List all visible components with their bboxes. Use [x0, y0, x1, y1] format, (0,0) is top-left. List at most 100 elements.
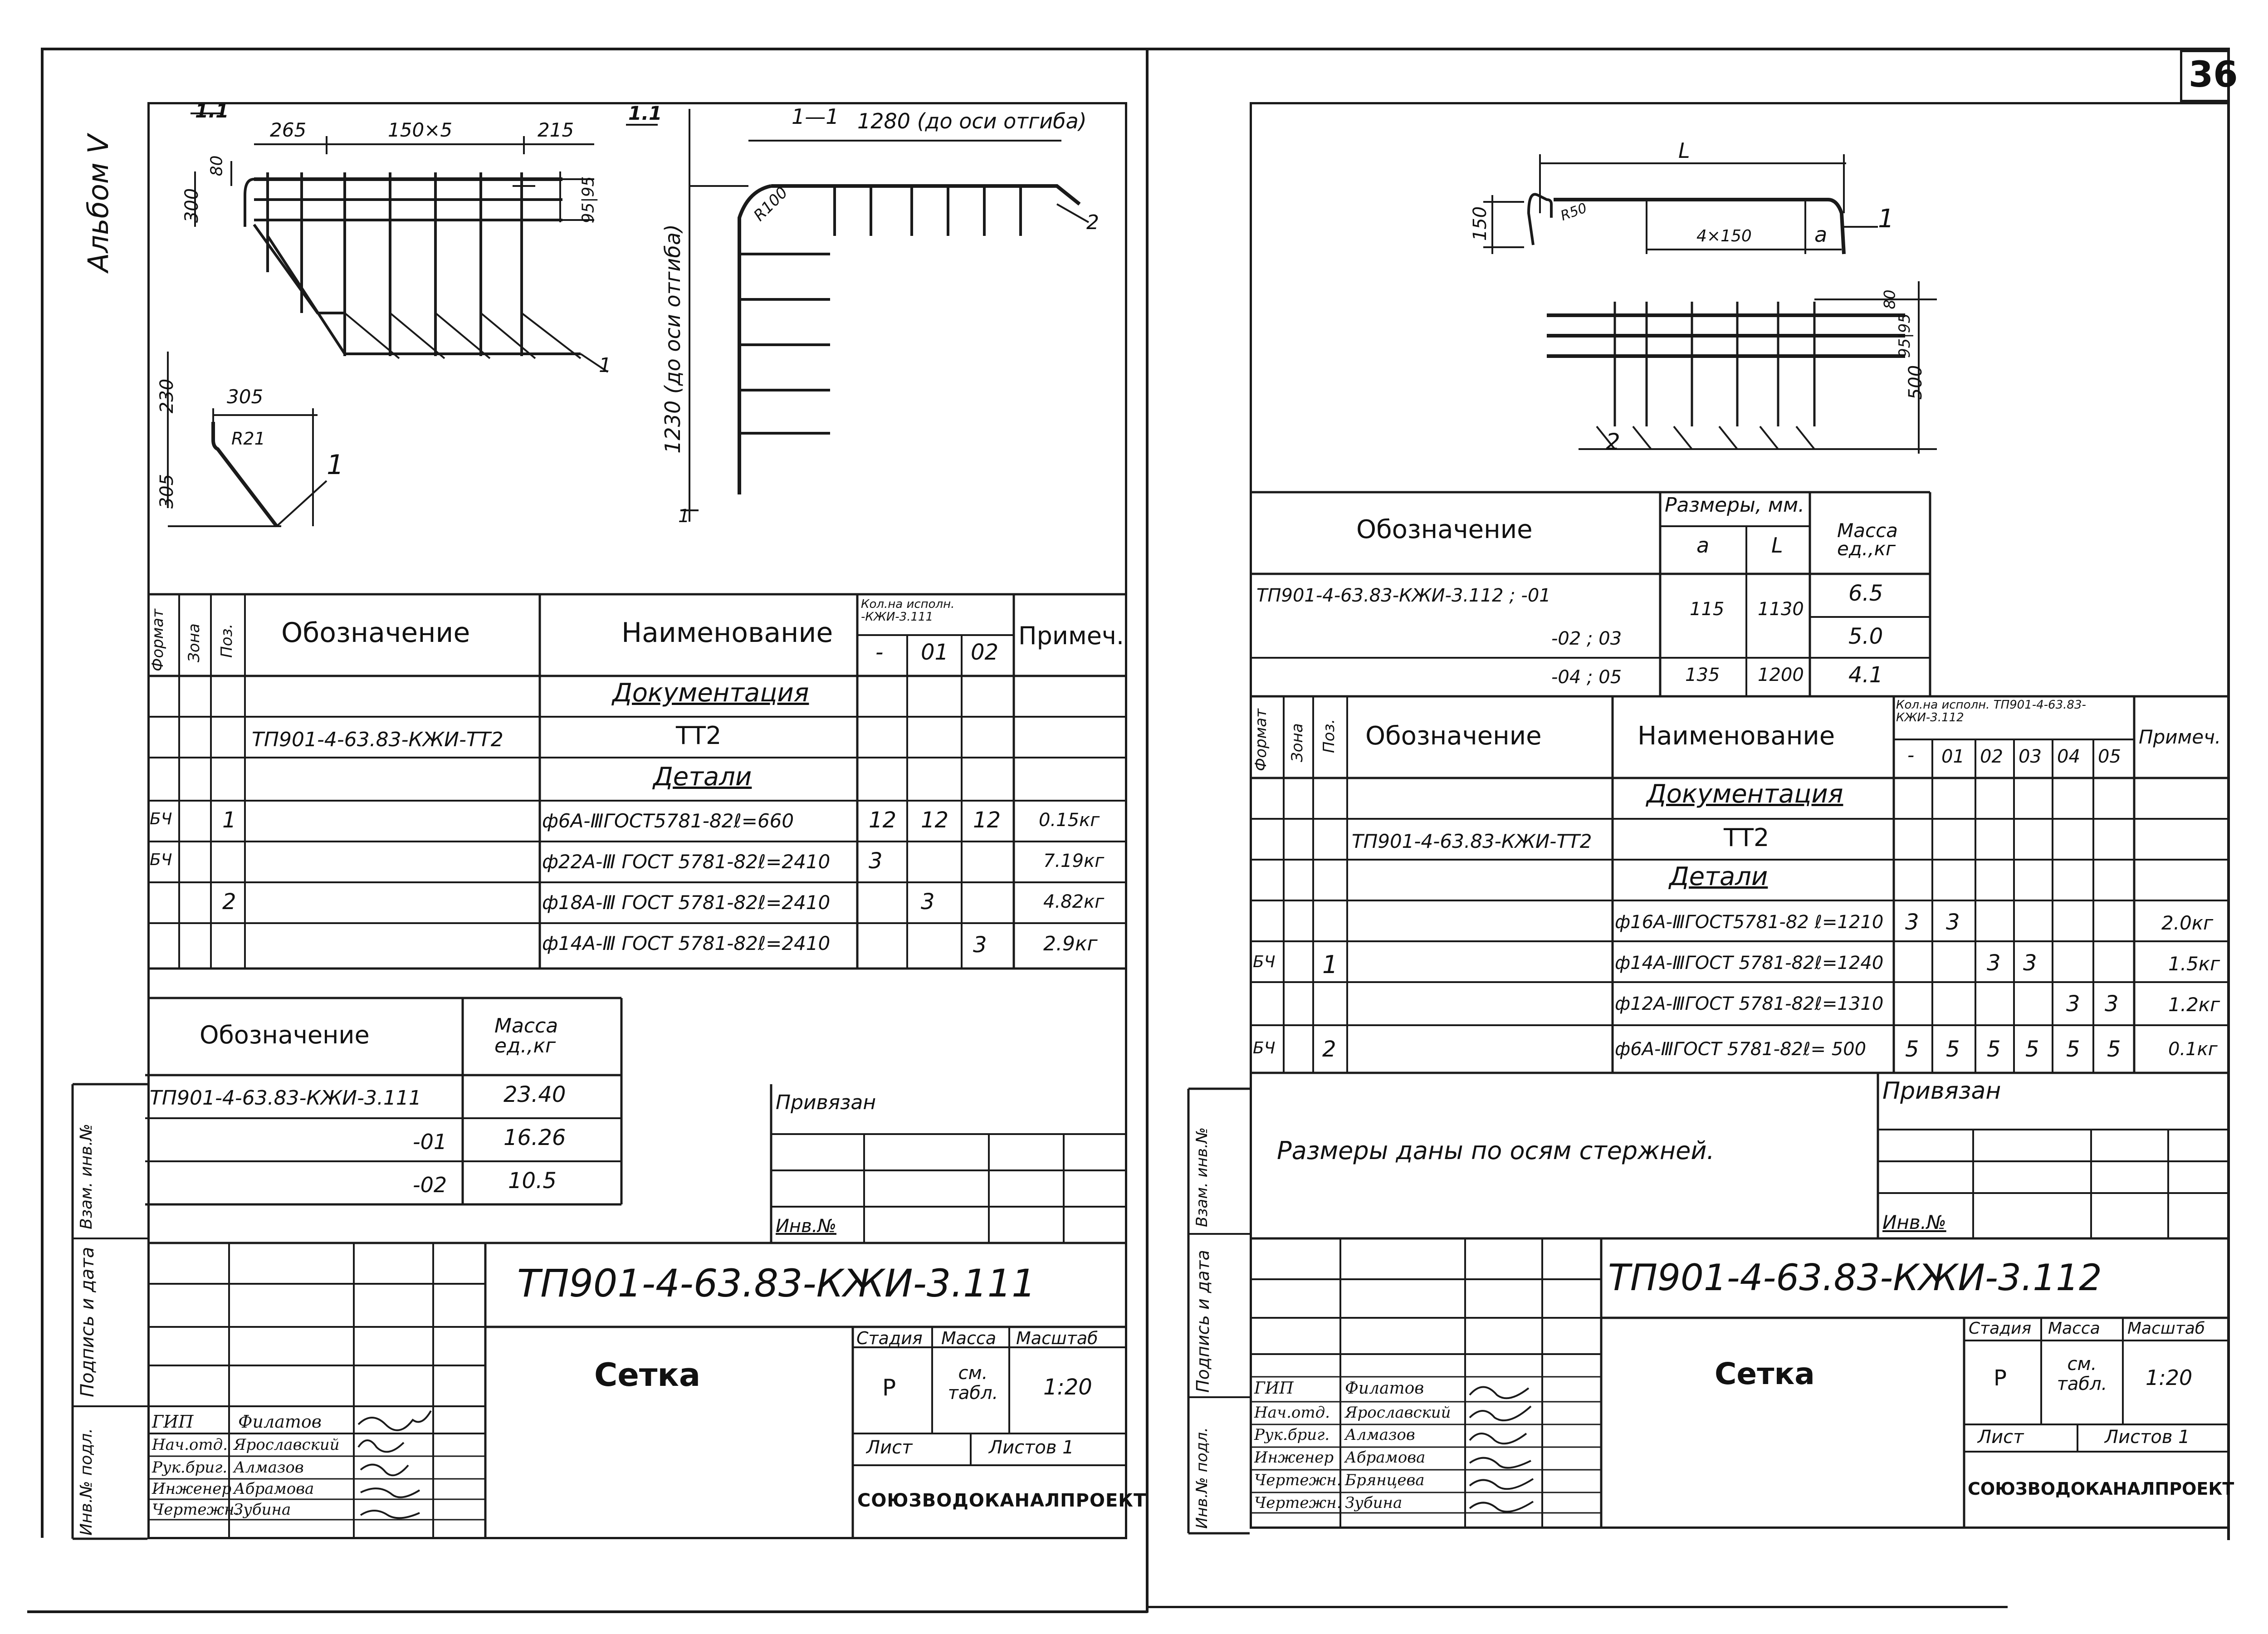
right-spec-sec-docs: Документация [1647, 779, 1843, 809]
left-pos-1b: 1 [327, 449, 344, 481]
right-spec-h-q2: 02 [1980, 746, 2003, 767]
right-staff-role-3: Рук.бриг. [1254, 1426, 1330, 1444]
right-spec-row4-pos: 2 [1322, 1037, 1336, 1062]
left-mass-row3-d: -02 [413, 1173, 447, 1197]
right-dims-row2-d: -02 ; 03 [1551, 628, 1622, 649]
right-spec-h-name: Наименование [1637, 721, 1835, 751]
right-spec-row2-name: ф14А-ⅢГОСТ 5781-82ℓ=1240 [1615, 953, 1884, 974]
left-spec-row3-note: 4.82кг [1043, 891, 1105, 912]
right-staff-name-5: Брянцева [1345, 1471, 1425, 1489]
right-spec-row3-note: 1.2кг [2168, 993, 2220, 1016]
right-mass: см. табл. [2057, 1354, 2107, 1394]
left-spec-h-q0: - [875, 640, 884, 665]
left-spec-row1-note: 0.15кг [1039, 810, 1100, 831]
left-dim-150x5: 150×5 [388, 119, 453, 141]
left-spec-row4-q2: 3 [973, 932, 987, 958]
left-section-b: 1.1 [628, 102, 662, 124]
left-spec-h-qty: Кол.на исполн. -КЖИ-3.111 [861, 597, 955, 624]
right-dims-h-designation: Обозначение [1356, 515, 1533, 544]
left-spec-row1-fmt: БЧ [150, 810, 172, 828]
page-number-box [2180, 50, 2230, 102]
left-dim-215: 215 [538, 119, 574, 141]
right-dims-row3-m: 4.1 [1848, 662, 1883, 688]
right-spec-row4-q1: 5 [1946, 1037, 1960, 1062]
right-staff-name-1: Филатов [1345, 1379, 1424, 1398]
right-scale: 1:20 [2146, 1365, 2193, 1390]
left-spec-row2-name: ф22А-Ⅲ ГОСТ 5781-82ℓ=2410 [542, 851, 831, 873]
left-spec-row3-q1: 3 [921, 889, 935, 915]
left-scale-h: Масштаб [1016, 1328, 1098, 1348]
left-frame-top [41, 48, 1148, 50]
right-dim-l: L [1678, 138, 1690, 163]
right-spec-row4-fmt: БЧ [1253, 1039, 1276, 1057]
right-dims-row3-a: 135 [1685, 665, 1720, 685]
left-mass-h: Масса [941, 1328, 997, 1348]
right-spec-row3-q5: 3 [2105, 991, 2119, 1017]
left-dim-265: 265 [270, 119, 307, 141]
right-spec-row1-q1: 3 [1946, 910, 1960, 935]
right-staff-role-6: Чертежн. [1254, 1494, 1342, 1512]
left-dim-1280: 1280 (до оси отгиба) [857, 109, 1087, 133]
left-mass-h-mass: Масса ед.,кг [494, 1014, 558, 1057]
left-sheet: Лист [866, 1437, 913, 1458]
right-spec-row2-pos: 1 [1322, 950, 1338, 979]
right-dims-h-sizes: Размеры, мм. [1665, 494, 1805, 517]
right-spec-row4-q0: 5 [1905, 1037, 1919, 1062]
left-bound-label: Привязан [776, 1091, 876, 1114]
right-bound-label: Привязан [1882, 1077, 2001, 1105]
right-dims-h-a: a [1696, 533, 1710, 558]
right-staff-role-5: Чертежн. [1254, 1471, 1342, 1489]
right-staff-role-1: ГИП [1254, 1379, 1294, 1398]
right-dims-row1-d: ТП901-4-63.83-КЖИ-3.112 ; -01 [1256, 585, 1551, 606]
right-spec-doc-name: ТТ2 [1724, 823, 1769, 852]
left-spec-row2-fmt: БЧ [150, 851, 172, 869]
left-spec-row3-pos: 2 [222, 889, 236, 915]
left-staff-name-5: Зубина [234, 1501, 291, 1519]
right-inv-no: Инв.№ [1882, 1211, 1946, 1233]
right-spec-row4-name: ф6А-ⅢГОСТ 5781-82ℓ= 500 [1615, 1039, 1867, 1060]
left-dim-305: 305 [227, 386, 264, 408]
left-spec-doc-name: ТТ2 [676, 721, 722, 750]
right-spec-row4-q3: 5 [2025, 1037, 2039, 1062]
left-spec-h-designation: Обозначение [281, 617, 470, 649]
right-scale-h: Масштаб [2127, 1319, 2205, 1338]
page-number: 36 [2189, 54, 2238, 95]
left-section-a: 1.1 [195, 100, 229, 122]
left-mass-row1-m: 23.40 [503, 1082, 566, 1107]
right-spec-sec-parts: Детали [1669, 862, 1768, 891]
left-spec-row2-note: 7.19кг [1043, 851, 1105, 871]
right-spec-row1-name: ф16А-ⅢГОСТ5781-82 ℓ=1210 [1615, 912, 1884, 933]
left-spec-row1-q0: 12 [869, 807, 897, 833]
right-spec-row1-note: 2.0кг [2161, 912, 2214, 934]
right-spec-row4-q2: 5 [1987, 1037, 2001, 1062]
left-staff-role-4: Инженер [152, 1480, 232, 1498]
left-staff-role-2: Нач.отд. [152, 1436, 228, 1454]
right-dims-row3-d: -04 ; 05 [1551, 667, 1622, 688]
right-spec-h-q4: 04 [2057, 746, 2080, 767]
right-dims-row1-l: 1130 [1758, 599, 1804, 620]
right-spec-h-q5: 05 [2098, 746, 2121, 767]
left-spec-h-q2: 02 [971, 640, 999, 665]
right-spec-h-q1: 01 [1941, 746, 1965, 767]
right-spec-row4-q5: 5 [2107, 1037, 2121, 1062]
left-spec-sec-docs: Документация [612, 678, 809, 708]
left-spec-row1-pos: 1 [222, 807, 236, 833]
right-spec-row4-q4: 5 [2066, 1037, 2080, 1062]
left-sheets: Листов 1 [989, 1437, 1074, 1458]
right-spec-h-designation: Обозначение [1365, 721, 1542, 751]
left-staff-name-4: Абрамова [234, 1480, 314, 1498]
right-frame-top [1146, 48, 2230, 50]
right-dim-a: a [1814, 222, 1828, 247]
right-mass-h: Масса [2048, 1319, 2100, 1338]
left-spec-doc-designation: ТП901-4-63.83-КЖИ-ТТ2 [252, 728, 503, 751]
right-spec-h-qty: Кол.на исполн. ТП901-4-63.83-КЖИ-3.112 [1896, 698, 2086, 724]
right-dims-row2-m: 5.0 [1848, 624, 1883, 649]
